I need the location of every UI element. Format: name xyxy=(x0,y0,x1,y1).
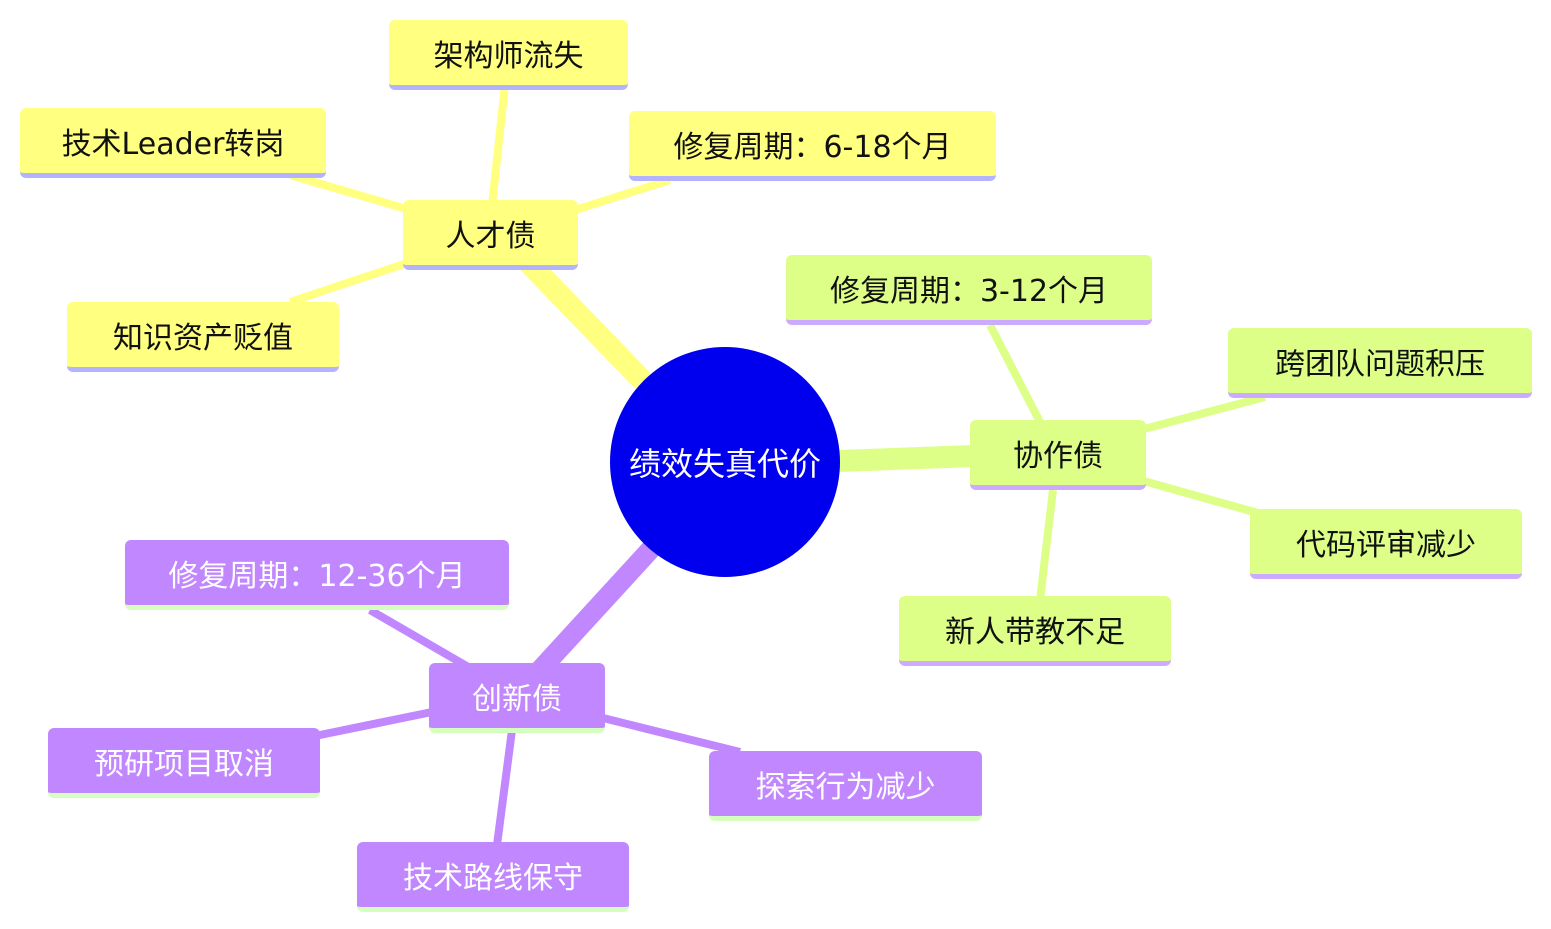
leaf-label: 修复周期：3-12个月 xyxy=(829,273,1109,309)
branch-label-collab: 协作债 xyxy=(1013,438,1103,474)
leaf-label: 修复周期：6-18个月 xyxy=(673,129,952,165)
connector-innovation-repair xyxy=(367,606,473,672)
leaf-label: 代码评审减少 xyxy=(1296,527,1476,563)
root-label: 绩效失真代价 xyxy=(628,445,821,483)
leaf-node-onboarding[interactable]: 新人带教不足 xyxy=(899,596,1171,666)
leaf-label: 跨团队问题积压 xyxy=(1275,346,1485,382)
leaf-node-knowledge-depreciation[interactable]: 知识资产贬值 xyxy=(67,302,339,372)
branch-node-innovation[interactable]: 创新债 xyxy=(429,663,605,733)
leaf-label: 架构师流失 xyxy=(433,38,584,74)
leaf-node-code-review[interactable]: 代码评审减少 xyxy=(1250,509,1522,579)
leaf-node-talent-repair[interactable]: 修复周期：6-18个月 xyxy=(629,111,996,181)
connector-talent-leader xyxy=(288,171,412,214)
connector-innovation-explore xyxy=(602,714,741,756)
branch-node-talent[interactable]: 人才债 xyxy=(403,200,578,270)
leaf-label: 预研项目取消 xyxy=(94,746,274,782)
leaf-node-preresearch-cancel[interactable]: 预研项目取消 xyxy=(48,728,320,798)
connector-talent-repair xyxy=(573,176,672,214)
connector-collab-onboard xyxy=(1036,489,1057,601)
connector-root-talent xyxy=(517,251,651,389)
connector-root-innovation xyxy=(530,540,660,680)
leaf-label: 技术路线保守 xyxy=(403,860,583,896)
leaf-label: 知识资产贬值 xyxy=(113,320,293,356)
branch-node-collab[interactable]: 协作债 xyxy=(970,420,1146,490)
connector-collab-crossteam xyxy=(1138,393,1267,434)
leaf-node-crossteam-backlog[interactable]: 跨团队问题积压 xyxy=(1228,328,1532,398)
leaf-node-collab-repair[interactable]: 修复周期：3-12个月 xyxy=(786,255,1152,325)
leaf-node-exploration-decline[interactable]: 探索行为减少 xyxy=(709,751,982,821)
connector-collab-review xyxy=(1138,476,1267,519)
connector-innovation-preresearch xyxy=(314,708,433,740)
leaf-label: 新人带教不足 xyxy=(945,614,1125,650)
branch-label-innovation: 创新债 xyxy=(472,681,562,717)
leaf-node-innovation-repair[interactable]: 修复周期：12-36个月 xyxy=(125,540,509,610)
leaf-node-leader-transfer[interactable]: 技术Leader转岗 xyxy=(20,108,326,178)
connector-innovation-route xyxy=(493,729,516,846)
root-node[interactable]: 绩效失真代价 xyxy=(610,347,840,577)
leaf-node-architect-loss[interactable]: 架构师流失 xyxy=(389,20,628,90)
connector-talent-architect xyxy=(488,84,509,206)
leaf-node-conservative-route[interactable]: 技术路线保守 xyxy=(357,842,629,912)
connector-collab-repair xyxy=(986,323,1044,424)
connector-talent-knowledge xyxy=(288,258,412,306)
leaf-label: 探索行为减少 xyxy=(755,769,936,805)
leaf-label: 修复周期：12-36个月 xyxy=(168,558,466,594)
branch-label-talent: 人才债 xyxy=(445,218,536,254)
connector-root-collab xyxy=(827,445,986,472)
leaf-label: 技术Leader转岗 xyxy=(61,126,285,162)
